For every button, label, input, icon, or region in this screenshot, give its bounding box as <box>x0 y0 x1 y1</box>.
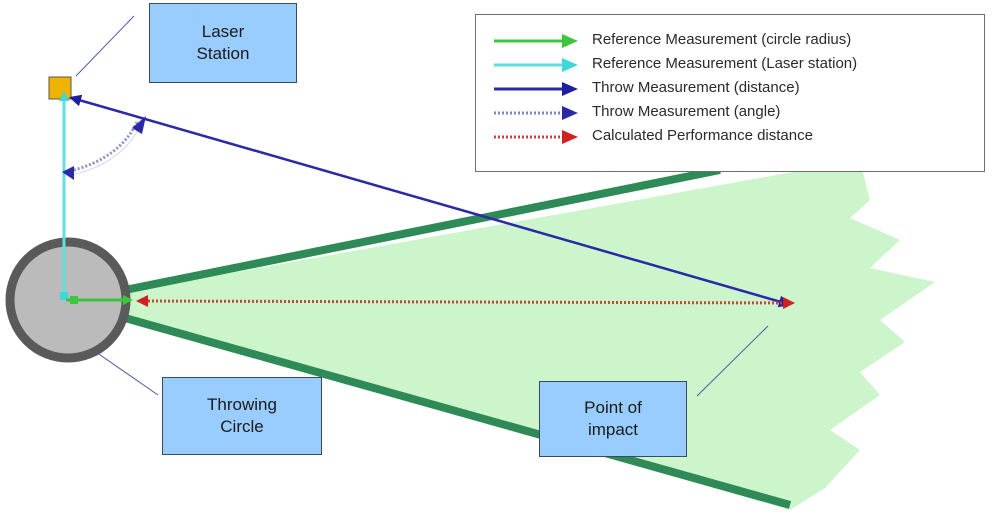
ref-laser-origin <box>60 292 68 300</box>
ref-radius-origin <box>70 296 78 304</box>
leader-impact <box>696 325 769 397</box>
performance-distance-line <box>139 296 795 309</box>
legend-item: Throw Measurement (distance) <box>476 77 984 101</box>
callout-impact-line1: Point of <box>584 398 642 417</box>
leader-laser <box>75 15 135 77</box>
callout-point-of-impact: Point of impact <box>539 381 687 457</box>
legend-swatch-throw-distance <box>494 82 578 96</box>
laser-station-box <box>48 76 72 100</box>
legend-label: Throw Measurement (angle) <box>592 103 781 120</box>
legend-swatch-throw-angle <box>494 106 578 120</box>
legend-label: Calculated Performance distance <box>592 127 813 144</box>
legend-item: Reference Measurement (circle radius) <box>476 29 984 53</box>
sector-line-lower <box>123 314 792 509</box>
legend-swatch-performance-distance <box>494 130 578 144</box>
callout-circle-line1: Throwing <box>207 395 277 414</box>
performance-arrowhead-start <box>136 295 148 307</box>
legend-item: Reference Measurement (Laser station) <box>476 53 984 77</box>
legend-swatch-circle-radius <box>494 34 578 48</box>
callout-laser-line1: Laser <box>201 22 245 41</box>
throw-distance-line <box>69 94 791 308</box>
callout-laser-station: Laser Station <box>149 3 297 83</box>
callout-laser-line2: Station <box>196 44 250 63</box>
legend-label: Reference Measurement (circle radius) <box>592 31 852 48</box>
legend-label: Throw Measurement (distance) <box>592 79 800 96</box>
callout-circle-line2: Circle <box>220 417 264 436</box>
callout-impact-line2: impact <box>587 420 639 439</box>
legend-item: Throw Measurement (angle) <box>476 101 984 125</box>
callout-throwing-circle: Throwing Circle <box>162 377 322 455</box>
leader-circle <box>92 349 159 396</box>
legend-label: Reference Measurement (Laser station) <box>592 55 858 72</box>
legend: Reference Measurement (circle radius) Re… <box>475 14 985 172</box>
landing-sector <box>125 160 935 510</box>
legend-swatch-laser-station <box>494 58 578 72</box>
legend-item: Calculated Performance distance <box>476 125 984 149</box>
